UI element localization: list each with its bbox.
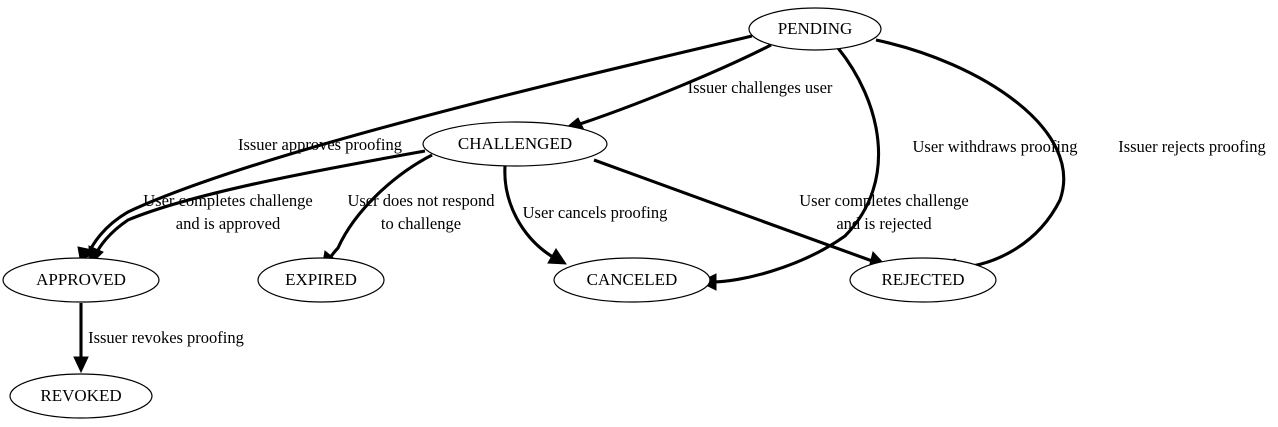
edge-pending-to-rejected [875, 38, 1066, 279]
edge-label-pending-to-rejected: Issuer rejects proofing [1118, 137, 1266, 156]
state-node-ellipse [553, 257, 711, 303]
edge-line [875, 38, 1066, 270]
state-node-ellipse [748, 7, 882, 51]
edge-label-line: User withdraws proofing [913, 137, 1078, 156]
edge-label-line: to challenge [381, 214, 461, 233]
state-node-ellipse [849, 257, 997, 303]
edge-line [576, 43, 772, 127]
state-node-label: PENDING [778, 19, 853, 38]
arrowhead-icon [73, 356, 89, 374]
edge-label-line: User cancels proofing [523, 203, 668, 222]
edge-challenged-to-expired [321, 153, 433, 269]
edge-label-line: User completes challenge [143, 191, 313, 210]
edge-label-line: Issuer approves proofing [238, 135, 402, 154]
state-node-challenged[interactable]: CHALLENGED [422, 121, 608, 167]
edge-label-line: Issuer revokes proofing [88, 328, 244, 347]
state-node-label: REJECTED [881, 270, 964, 289]
edge-label-challenged-to-expired: User does not respond to challenge [347, 191, 495, 233]
edge-line [503, 165, 557, 261]
edge-line [85, 34, 753, 258]
edge-label-line: User completes challenge [799, 191, 969, 210]
edge-label-challenged-to-canceled: User cancels proofing [523, 203, 668, 222]
edge-label-pending-to-canceled: User withdraws proofing [913, 137, 1078, 156]
state-node-label: EXPIRED [285, 270, 357, 289]
state-node-ellipse [9, 373, 153, 419]
edge-label-challenged-to-rejected: User completes challenge and is rejected [799, 191, 969, 233]
edge-labels-layer: Issuer approves proofing Issuer challenge… [88, 78, 1266, 347]
state-node-rejected[interactable]: REJECTED [849, 257, 997, 303]
edge-label-line: and is approved [176, 214, 281, 233]
edge-label-challenged-to-approved: User completes challenge and is approved [143, 191, 313, 233]
edge-approved-to-revoked [73, 303, 89, 374]
edge-line [92, 149, 426, 259]
state-node-expired[interactable]: EXPIRED [257, 257, 385, 303]
state-node-label: APPROVED [36, 270, 126, 289]
edge-label-line: User does not respond [347, 191, 495, 210]
state-node-pending[interactable]: PENDING [748, 7, 882, 51]
state-node-label: REVOKED [40, 386, 121, 405]
edge-label-line: Issuer rejects proofing [1118, 137, 1266, 156]
arrowhead-icon [547, 248, 567, 265]
edge-challenged-to-canceled [503, 165, 567, 265]
edge-line [593, 158, 876, 264]
edge-line [711, 47, 881, 284]
state-node-ellipse [422, 121, 608, 167]
edge-label-line: Issuer challenges user [688, 78, 833, 97]
state-node-approved[interactable]: APPROVED [2, 257, 160, 303]
edge-label-line: and is rejected [836, 214, 932, 233]
nodes-layer: PENDING CHALLENGED APPROVED EXPIRED CANCELED… [2, 7, 997, 419]
state-node-label: CHALLENGED [458, 134, 572, 153]
state-node-canceled[interactable]: CANCELED [553, 257, 711, 303]
edge-label-approved-to-revoked: Issuer revokes proofing [88, 328, 244, 347]
state-node-ellipse [257, 257, 385, 303]
state-node-revoked[interactable]: REVOKED [9, 373, 153, 419]
state-node-ellipse [2, 257, 160, 303]
state-node-label: CANCELED [587, 270, 678, 289]
edge-label-pending-to-approved: Issuer approves proofing [238, 135, 402, 154]
edge-label-pending-to-challenged: Issuer challenges user [688, 78, 833, 97]
